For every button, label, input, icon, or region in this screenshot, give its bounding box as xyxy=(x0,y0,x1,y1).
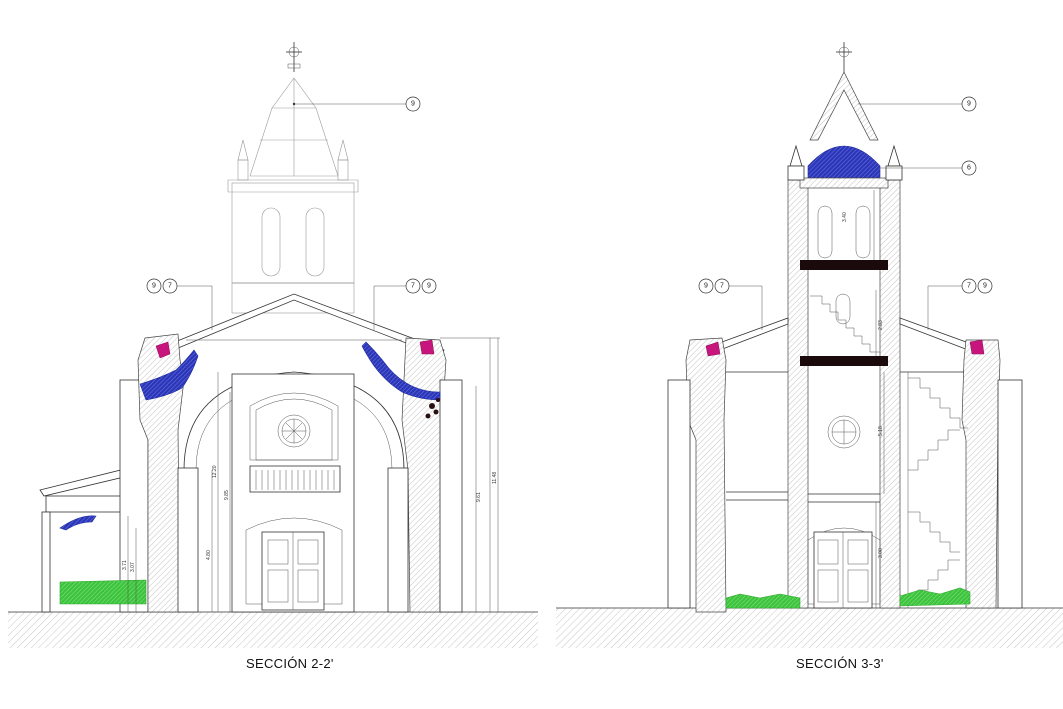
background-tower xyxy=(227,77,359,314)
callout-number: 7 xyxy=(967,283,971,290)
section-caption-right: SECCIÓN 3-3' xyxy=(796,656,884,671)
damage-dark-stain xyxy=(425,398,440,419)
callout-number: 6 xyxy=(967,165,971,172)
ground-hatch-right xyxy=(556,608,1063,648)
section-2-2-drawing: 12.20 9.85 4.80 3.71 3.07 9.61 11.48 9 9… xyxy=(8,42,538,648)
callout-number: 7 xyxy=(168,283,172,290)
ground-hatch-left xyxy=(8,612,538,648)
damage-blue-left xyxy=(139,349,199,401)
dome-damage-blue xyxy=(807,145,881,181)
callout-right-top: 9 xyxy=(858,96,977,112)
callout-right-pair-1: 9 7 xyxy=(698,278,763,330)
tower-stairs xyxy=(810,293,880,353)
dimension-label: 4.80 xyxy=(206,550,212,560)
dimension-label: 9.61 xyxy=(476,492,482,502)
dimension-label: 3.00 xyxy=(878,548,884,558)
section-caption-left: SECCIÓN 2-2' xyxy=(246,656,334,671)
dimension-lines-left xyxy=(127,337,500,612)
callout-number: 9 xyxy=(411,101,415,108)
damage-green-right xyxy=(899,587,971,607)
dimension-label: 3.40 xyxy=(842,212,848,222)
tower-wall-left xyxy=(787,179,809,609)
dimension-label: 5.18 xyxy=(878,426,884,436)
roof-left xyxy=(149,293,445,359)
callout-number: 9 xyxy=(704,283,708,290)
wall-right-section xyxy=(401,337,447,613)
wall-left-section-2 xyxy=(685,337,727,613)
section-3-3-drawing: 3.40 2.83 5.18 3.00 9 6 9 7 7 9 xyxy=(556,42,1063,648)
cross-ornament-right xyxy=(836,42,852,72)
callout-right-pair-2: 7 9 xyxy=(927,278,993,330)
callout-left-pair-2: 7 9 xyxy=(373,278,437,330)
side-aisle-left xyxy=(39,379,149,613)
dimension-label: 11.48 xyxy=(492,472,498,484)
cross-ornament-left xyxy=(286,42,302,72)
callout-left-top: 9 xyxy=(292,96,421,112)
callout-left-pair-1: 9 7 xyxy=(146,278,213,330)
side-stairs xyxy=(907,372,968,608)
damage-green-left xyxy=(725,593,801,609)
dimension-label: 3.71 xyxy=(122,560,128,570)
dimension-label: 12.20 xyxy=(212,465,218,478)
callout-number: 9 xyxy=(983,283,987,290)
dimension-label: 2.83 xyxy=(878,320,884,330)
tower-wall-right xyxy=(879,179,901,609)
dimension-lines-right xyxy=(873,190,885,608)
callout-number: 9 xyxy=(152,283,156,290)
callout-number: 7 xyxy=(720,283,724,290)
dimension-label: 3.07 xyxy=(130,562,136,572)
callout-number: 9 xyxy=(427,283,431,290)
callout-right-dome: 6 xyxy=(878,160,977,176)
dimension-label: 9.85 xyxy=(224,490,230,500)
callout-number: 7 xyxy=(411,283,415,290)
callout-number: 9 xyxy=(967,101,971,108)
spire-section xyxy=(809,71,879,141)
